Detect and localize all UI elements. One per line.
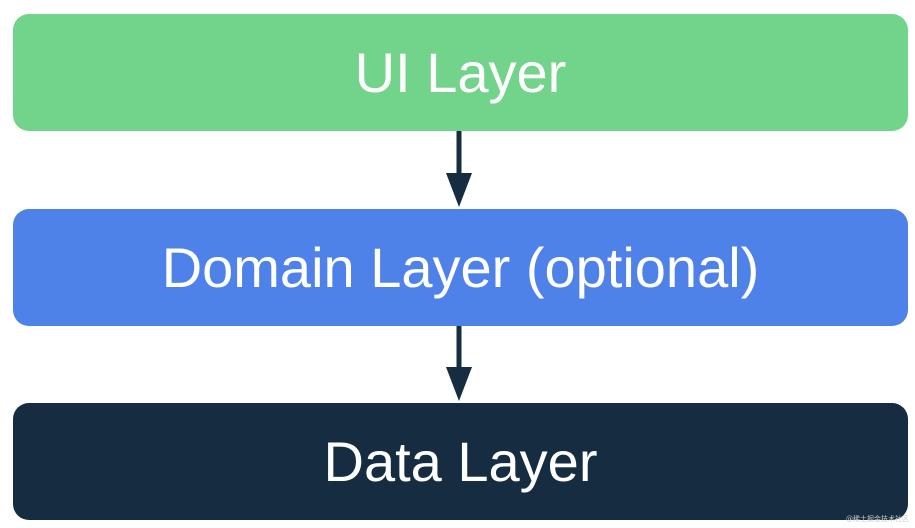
watermark-text: @稀土掘金技术社区 <box>846 515 909 523</box>
domain-layer-box: Domain Layer (optional) <box>13 209 908 326</box>
data-layer-label: Data Layer <box>323 429 598 493</box>
ui-layer-box: UI Layer <box>13 14 908 131</box>
ui-layer-label: UI Layer <box>354 40 567 104</box>
data-layer-box: Data Layer <box>13 403 908 520</box>
arrow-domain-to-data <box>443 326 475 403</box>
domain-layer-label: Domain Layer (optional) <box>161 235 760 299</box>
arrow-ui-to-domain <box>443 131 475 209</box>
